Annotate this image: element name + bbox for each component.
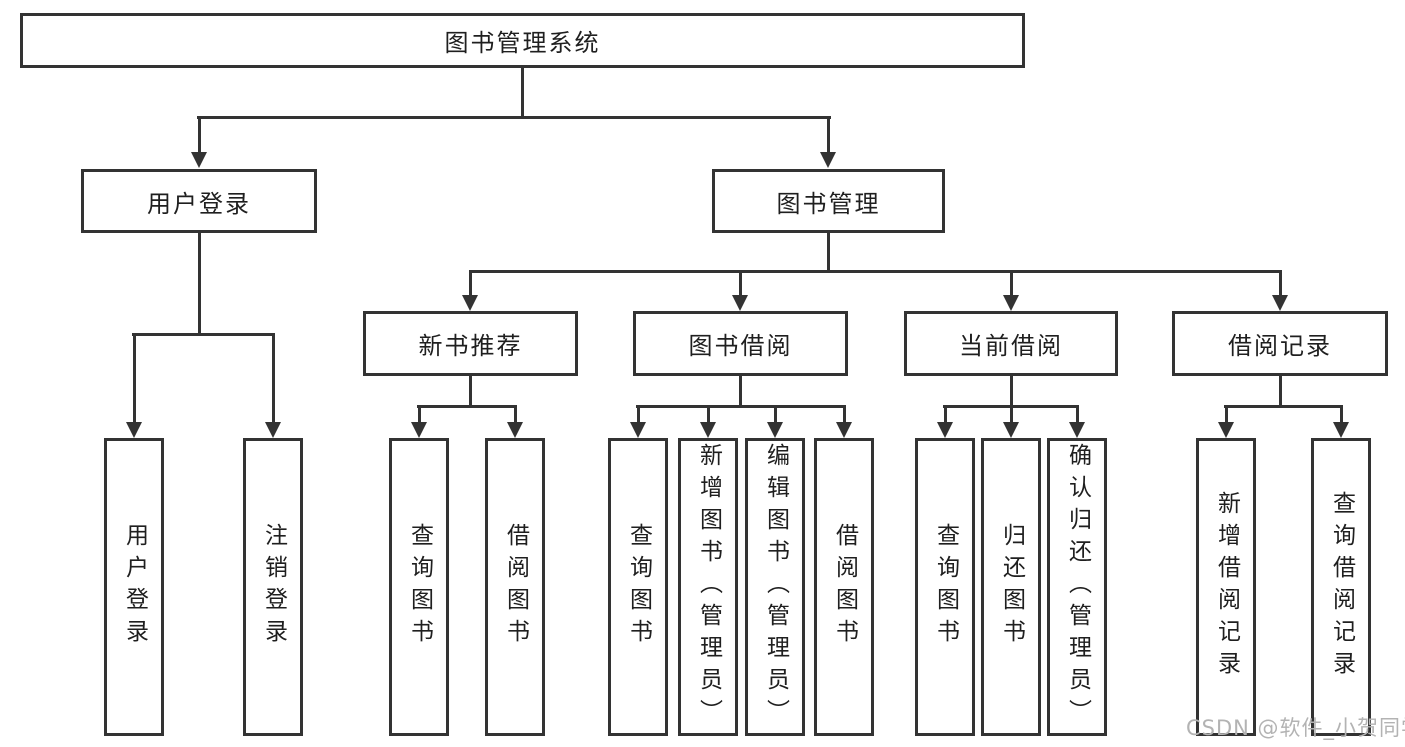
connector-line	[514, 405, 517, 423]
arrow-down-icon	[1333, 422, 1349, 438]
leaf-edit-books-admin: 编辑图书（管理员）	[745, 438, 805, 736]
arrow-down-icon	[836, 422, 852, 438]
connector-line	[1076, 405, 1079, 423]
leaf-query-books-borrow: 查询图书	[608, 438, 668, 736]
connector-line	[198, 233, 201, 336]
connector-line	[944, 405, 947, 423]
connector-line	[774, 405, 777, 423]
connector-line	[827, 116, 830, 154]
connector-line	[1340, 405, 1343, 423]
connector-line	[1279, 376, 1282, 407]
arrow-down-icon	[507, 422, 523, 438]
node-current-borrow: 当前借阅	[904, 311, 1118, 376]
arrow-down-icon	[700, 422, 716, 438]
leaf-confirm-return-admin-label: 确认归还（管理员）	[1064, 443, 1091, 731]
arrow-down-icon	[630, 422, 646, 438]
arrow-down-icon	[462, 295, 478, 311]
connector-line	[417, 405, 517, 408]
csdn-watermark: CSDN @软件_小贺同学	[1186, 716, 1405, 740]
connector-line	[1010, 270, 1013, 298]
leaf-add-books-admin-label: 新增图书（管理员）	[695, 443, 722, 731]
node-root-label: 图书管理系统	[444, 29, 601, 57]
arrow-down-icon	[937, 422, 953, 438]
connector-line	[469, 376, 472, 407]
leaf-add-borrow-record-label: 新增借阅记录	[1213, 491, 1240, 683]
connector-line	[272, 333, 275, 423]
node-new-book-recommend: 新书推荐	[363, 311, 578, 376]
connector-line	[521, 67, 524, 119]
node-book-borrow-label: 图书借阅	[688, 332, 793, 360]
leaf-user-login: 用户登录	[104, 438, 164, 736]
connector-line	[418, 405, 421, 423]
connector-line	[707, 405, 710, 423]
node-book-borrow: 图书借阅	[633, 311, 848, 376]
arrow-down-icon	[1003, 295, 1019, 311]
connector-line	[636, 405, 846, 408]
arrow-down-icon	[1069, 422, 1085, 438]
connector-line	[1224, 405, 1343, 408]
node-new-book-recommend-label: 新书推荐	[418, 332, 523, 360]
arrow-down-icon	[411, 422, 427, 438]
arrow-down-icon	[126, 422, 142, 438]
connector-line	[469, 270, 1282, 273]
arrow-down-icon	[732, 295, 748, 311]
connector-line	[843, 405, 846, 423]
connector-line	[1010, 376, 1013, 407]
leaf-query-books-borrow-label: 查询图书	[625, 523, 652, 651]
node-root: 图书管理系统	[20, 13, 1025, 68]
leaf-logout-label: 注销登录	[260, 523, 287, 651]
leaf-edit-books-admin-label: 编辑图书（管理员）	[762, 443, 789, 731]
connector-line	[133, 333, 136, 423]
connector-line	[132, 333, 275, 336]
arrow-down-icon	[1218, 422, 1234, 438]
leaf-query-books-current: 查询图书	[915, 438, 975, 736]
arrow-down-icon	[820, 152, 836, 168]
node-book-management-label: 图书管理	[776, 189, 881, 218]
leaf-query-books-recommend-label: 查询图书	[406, 523, 433, 651]
connector-line	[198, 116, 201, 154]
leaf-return-books-label: 归还图书	[998, 523, 1025, 651]
leaf-user-login-label: 用户登录	[121, 523, 148, 651]
connector-line	[469, 270, 472, 298]
leaf-query-books-recommend: 查询图书	[389, 438, 449, 736]
leaf-query-borrow-record: 查询借阅记录	[1311, 438, 1371, 736]
arrow-down-icon	[191, 152, 207, 168]
connector-line	[1010, 405, 1013, 423]
connector-line	[739, 270, 742, 298]
connector-line	[197, 116, 831, 119]
node-user-login-label: 用户登录	[147, 189, 251, 218]
connector-line	[1225, 405, 1228, 423]
leaf-borrow-books-recommend-label: 借阅图书	[502, 523, 529, 651]
arrow-down-icon	[1272, 295, 1288, 311]
connector-line	[1279, 270, 1282, 298]
leaf-query-books-current-label: 查询图书	[932, 523, 959, 651]
leaf-add-books-admin: 新增图书（管理员）	[678, 438, 738, 736]
leaf-add-borrow-record: 新增借阅记录	[1196, 438, 1256, 736]
node-borrow-records-label: 借阅记录	[1228, 332, 1332, 360]
leaf-query-borrow-record-label: 查询借阅记录	[1328, 491, 1355, 683]
connector-line	[637, 405, 640, 423]
leaf-logout: 注销登录	[243, 438, 303, 736]
connector-line	[827, 233, 830, 273]
leaf-confirm-return-admin: 确认归还（管理员）	[1047, 438, 1107, 736]
leaf-borrow-books-recommend: 借阅图书	[485, 438, 545, 736]
arrow-down-icon	[265, 422, 281, 438]
leaf-borrow-books: 借阅图书	[814, 438, 874, 736]
arrow-down-icon	[767, 422, 783, 438]
arrow-down-icon	[1003, 422, 1019, 438]
node-book-management: 图书管理	[712, 169, 945, 233]
connector-line	[739, 376, 742, 407]
node-current-borrow-label: 当前借阅	[959, 332, 1063, 360]
node-borrow-records: 借阅记录	[1172, 311, 1388, 376]
leaf-return-books: 归还图书	[981, 438, 1041, 736]
node-user-login: 用户登录	[81, 169, 317, 233]
leaf-borrow-books-label: 借阅图书	[831, 523, 858, 651]
